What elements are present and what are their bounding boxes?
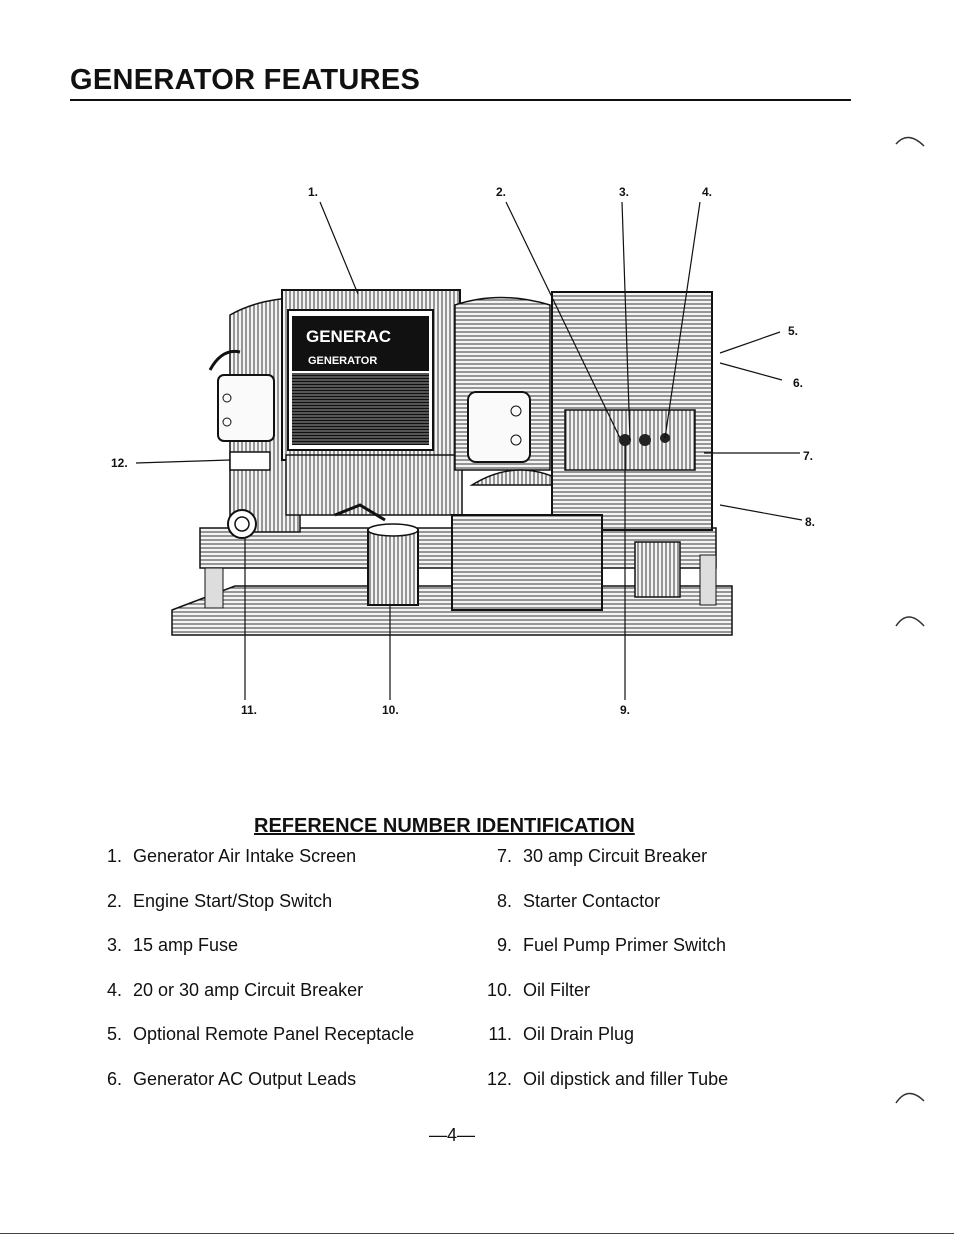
list-item: 9. Fuel Pump Primer Switch [474,935,728,980]
list-item: 7. 30 amp Circuit Breaker [474,846,728,891]
item-number: 6. [106,1068,122,1089]
item-label: 20 or 30 amp Circuit Breaker [133,979,364,1000]
item-label: Oil Drain Plug [523,1024,635,1045]
list-item: 8. Starter Contactor [474,891,728,936]
page-number: —4— [428,1125,475,1145]
item-label: Oil dipstick and filler Tube [523,1068,729,1089]
bottom-rule [0,1233,954,1234]
title-rule [70,99,851,101]
callout-2: 2. [496,185,506,199]
page-title: GENERATOR FEATURES [70,64,421,96]
list-item: 2. Engine Start/Stop Switch [84,891,414,936]
callout-5: 5. [788,324,798,338]
reference-heading: REFERENCE NUMBER IDENTIFICATION [254,815,635,837]
item-number: 3. [106,935,122,956]
list-item: 4. 20 or 30 amp Circuit Breaker [84,980,414,1025]
muffler-box [451,514,681,611]
list-item: 12. Oil dipstick and filler Tube [474,1069,728,1114]
item-number: 10. [486,979,512,1000]
binder-hole-mark [895,1092,925,1104]
item-label: Generator Air Intake Screen [133,846,357,866]
list-item: 5. Optional Remote Panel Receptacle [84,1024,414,1069]
item-number: 9. [496,935,512,956]
item-number: 12. [486,1068,512,1089]
generator-diagram: GENERAC GENERATOR [100,170,840,730]
list-item: 1. Generator Air Intake Screen [84,846,414,891]
item-number: 4. [106,979,122,1000]
callout-4: 4. [702,185,712,199]
binder-hole-mark [895,616,925,627]
callout-9: 9. [620,703,630,717]
item-number: 5. [106,1024,122,1045]
generator-illustration: GENERAC GENERATOR [111,185,815,717]
item-label: Oil Filter [523,979,591,1000]
callout-6: 6. [793,376,803,390]
item-label: Optional Remote Panel Receptacle [133,1024,415,1045]
reference-list-right: 7. 30 amp Circuit Breaker 8. Starter Con… [474,846,728,1114]
list-item: 10. Oil Filter [474,980,728,1025]
control-box [551,291,713,531]
generator-housing: GENERAC GENERATOR [281,289,463,516]
oil-filter [334,503,419,606]
callout-1: 1. [308,185,318,199]
item-number: 7. [496,846,512,866]
callout-10: 10. [382,703,399,717]
cylinder-right [454,296,573,486]
reference-list-left: 1. Generator Air Intake Screen 2. Engine… [84,846,414,1114]
item-label: 30 amp Circuit Breaker [523,846,708,866]
item-label: Engine Start/Stop Switch [133,890,333,911]
item-label: Generator AC Output Leads [133,1068,357,1089]
leader-lines [135,201,803,700]
item-number: 8. [496,890,512,911]
list-item: 3. 15 amp Fuse [84,935,414,980]
callout-7: 7. [803,449,813,463]
callout-8: 8. [805,515,815,529]
item-label: 15 amp Fuse [133,935,239,956]
list-item: 11. Oil Drain Plug [474,1024,728,1069]
list-item: 6. Generator AC Output Leads [84,1069,414,1114]
brand-subtitle: GENERATOR [308,355,377,367]
item-label: Fuel Pump Primer Switch [523,935,727,956]
brand-logo: GENERAC [306,327,391,346]
callout-3: 3. [619,185,629,199]
binder-hole-mark [895,136,925,147]
item-number: 11. [488,1024,512,1045]
item-number: 1. [106,846,122,866]
item-label: Starter Contactor [523,890,661,911]
callout-11: 11. [241,703,257,717]
item-number: 2. [106,890,122,911]
callout-12: 12. [111,456,128,470]
